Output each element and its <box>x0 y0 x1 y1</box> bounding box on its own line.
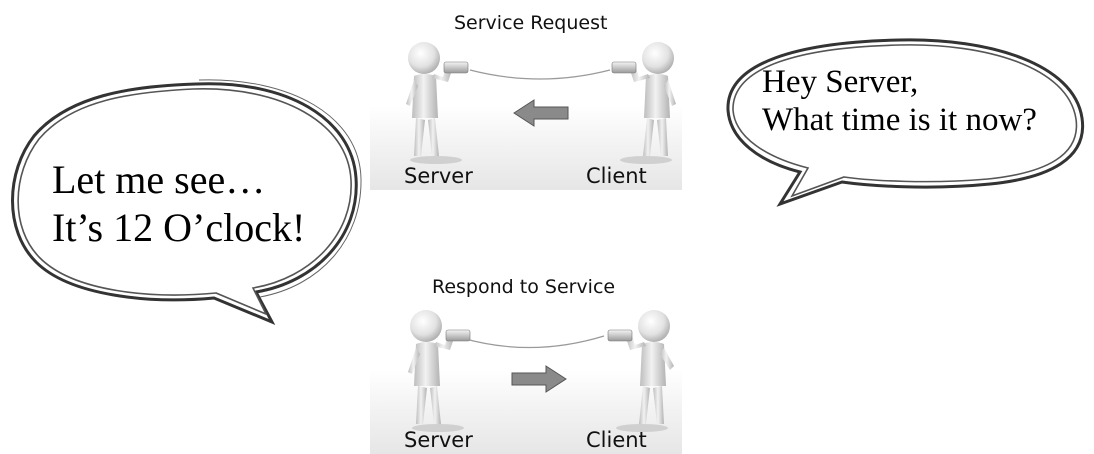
server-figure <box>406 42 469 164</box>
client-bubble-line-1: Hey Server, <box>762 64 919 100</box>
left-arrow <box>513 99 569 127</box>
respond-to-service-caption: Respond to Service <box>432 276 616 298</box>
service-request-caption: Service Request <box>454 12 608 34</box>
service-request-client-label: Client <box>586 164 647 188</box>
client-bubble-line-2: What time is it now? <box>762 102 1037 138</box>
server-bubble-line-1: Let me see… <box>52 157 266 202</box>
right-arrow <box>511 365 567 393</box>
respond-to-service-server-label: Server <box>404 428 473 452</box>
service-request-server-label: Server <box>404 164 473 188</box>
server-bubble-line-2: It’s 12 O’clock! <box>52 205 306 250</box>
server-bubble-outline <box>11 79 362 325</box>
server-figure-2 <box>408 310 471 432</box>
client-figure-2 <box>607 310 674 432</box>
client-figure <box>611 42 676 164</box>
client-bubble-outline <box>726 38 1085 207</box>
respond-to-service-client-label: Client <box>586 428 647 452</box>
